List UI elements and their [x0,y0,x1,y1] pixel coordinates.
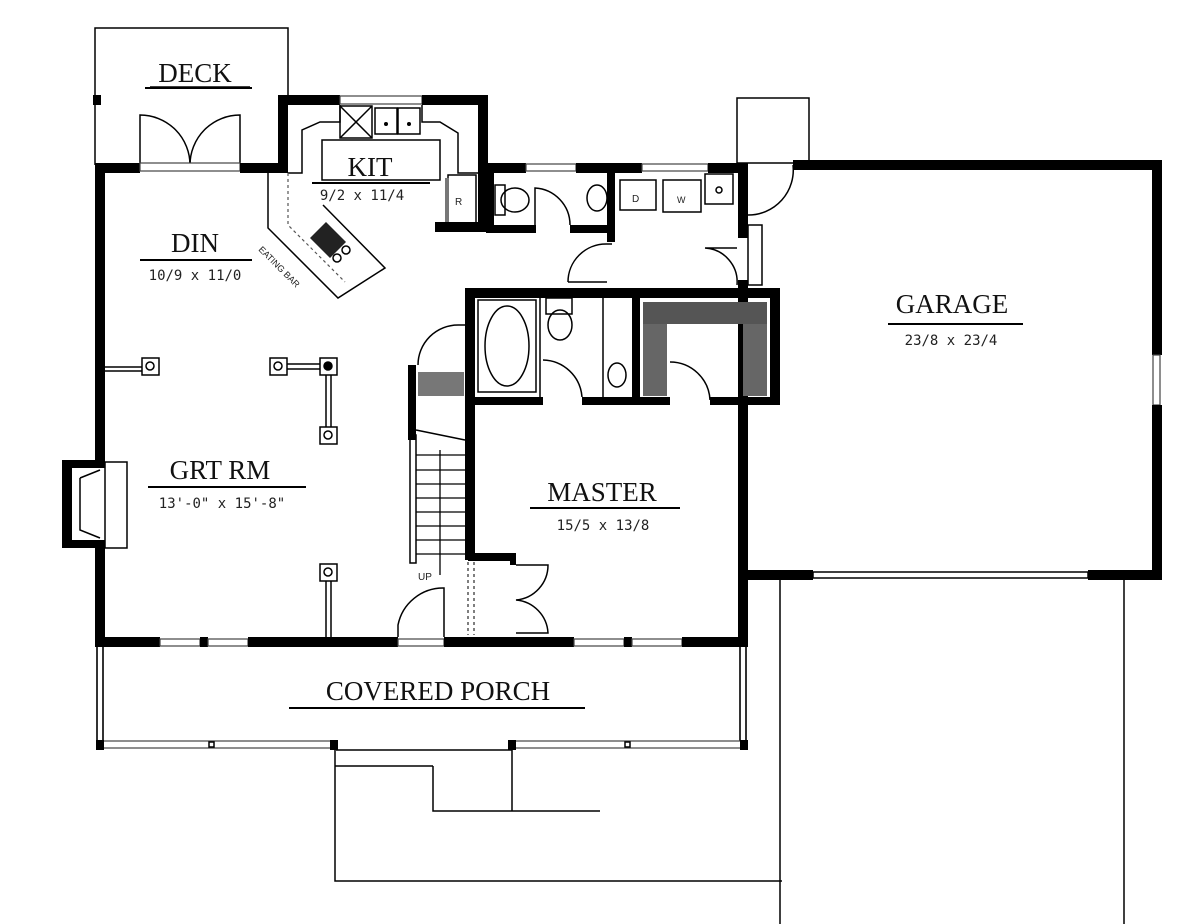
master-dims: 15/5 x 13/8 [557,518,650,534]
refrigerator-label: R [455,197,462,208]
deck-area [93,27,289,166]
porch-name: COVERED PORCH [326,676,550,706]
stairs-up-label: UP [418,572,432,583]
master-name: MASTER [547,477,657,507]
kitchen-dims: 9/2 x 11/4 [320,188,404,204]
dining-name: DIN [171,228,219,258]
great-room-dims: 13'-0" x 15'-8" [159,496,285,512]
columns [105,357,338,637]
porch [96,580,1125,924]
garage-walls [736,97,1162,580]
dining-dims: 10/9 x 11/0 [149,268,242,284]
great-room-name: GRT RM [170,455,271,485]
half-bath-laundry [486,163,738,286]
washer-label: W [677,195,686,205]
garage-dims: 23/8 x 23/4 [905,333,998,349]
eating-bar-label: EATING BAR [257,244,302,289]
master-bath [465,288,780,405]
deck-name: DECK [158,58,232,88]
stairs [408,324,475,575]
dryer-label: D [632,194,639,205]
kitchen-name: KIT [348,152,393,182]
entry-and-closet [397,553,549,637]
room-labels: DECK KIT 9/2 x 11/4 DIN 10/9 x 11/0 GRT … [140,58,1023,709]
garage-name: GARAGE [896,289,1009,319]
